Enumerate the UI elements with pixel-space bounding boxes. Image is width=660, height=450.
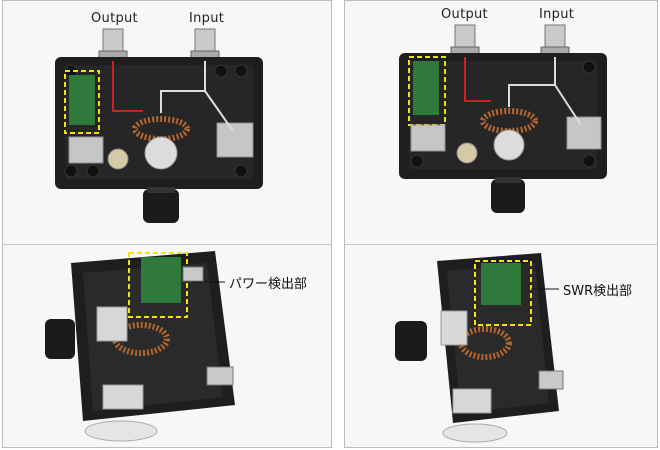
input-label: Input <box>189 11 225 26</box>
detector-pcb <box>413 61 439 115</box>
power-detector-callout: パワー検出部 <box>229 277 308 292</box>
output-label: Output <box>441 7 488 22</box>
tuning-knob <box>143 189 179 223</box>
tuning-knob-side <box>45 319 75 359</box>
highlight-box <box>64 70 100 134</box>
top-view-photo <box>399 24 607 213</box>
tuning-knob-side <box>395 321 427 361</box>
highlight-box-side <box>128 252 188 318</box>
highlight-box-side <box>474 260 532 326</box>
side-view-photo <box>395 253 564 443</box>
detector-pcb-side <box>481 263 521 305</box>
output-label: Output <box>91 11 138 26</box>
detector-pcb <box>69 75 95 125</box>
detector-pcb-side <box>141 257 181 303</box>
panel-divider <box>345 244 657 245</box>
panel-divider <box>3 244 331 245</box>
input-bnc-connector <box>540 24 570 58</box>
input-label: Input <box>539 7 575 22</box>
top-view-photo <box>55 28 263 223</box>
photo-panel-swr-detector: Output Input <box>344 0 658 448</box>
side-view-photo <box>45 251 235 442</box>
tuning-knob <box>491 179 525 213</box>
swr-detector-callout: SWR検出部 <box>563 284 633 299</box>
photo-panel-power-detector: Output Input <box>2 0 332 448</box>
